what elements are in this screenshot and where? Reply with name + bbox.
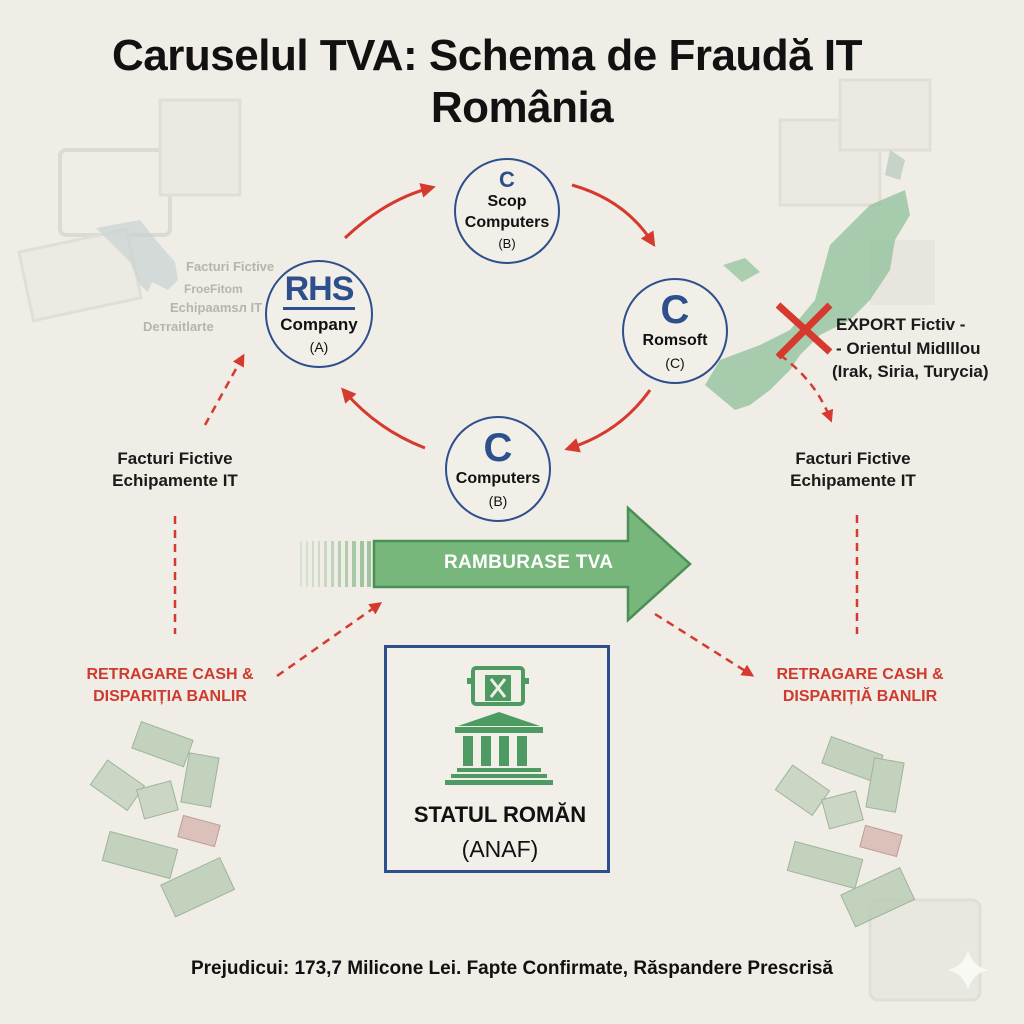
right-cash-line-1: RETRAGARE CASH & [776,666,944,683]
refund-arrow-icon [300,505,692,623]
state-title: STATUL ROMĂN [413,802,587,827]
node-letter: (B) [498,236,516,251]
state-anaf-box[interactable]: STATUL ROMĂN (ANAF) [384,645,610,873]
c-logo-icon: C [483,426,513,470]
dashed-arrow-to-refund [276,602,383,678]
node-letter: (A) [309,339,329,355]
right-invoices-line-2: Echipamente IT [790,471,916,490]
refund-arrow-label: RAMBURASE TVA [444,552,614,573]
middle-east-map-icon [705,190,910,410]
right-invoices-label: Facturi Fictive Echipamente IT [768,448,938,492]
title-line-1: Caruselul TVA: Schema de Fraudă IT [112,31,862,80]
export-label: EXPORT Fictiv - [836,313,965,336]
bank-icon [445,666,553,785]
footer-summary: Prejudicui: 173,7 Milicone Lei. Fapte Co… [190,958,833,979]
arrow-b2-to-a [341,387,426,450]
node-letter: (C) [665,355,685,371]
money-pile-left-icon [89,720,236,918]
arrow-a-to-b [343,183,436,240]
node-name-line1: Scop [487,193,527,210]
background-docs-right-icon [778,78,982,1002]
left-cash-line-2: DISPARIȚIA BANLIR [93,688,247,705]
node-computers-b[interactable]: C Computers (B) [445,416,551,522]
node-letter: (B) [488,493,508,509]
ghost-label-1: Facturi Fictive [186,259,275,274]
node-name: Computers [455,470,541,487]
left-cash-label: RETRAGARE CASH & DISPARIȚIA BANLIR [70,664,270,708]
red-x-icon [775,302,833,360]
c-logo-icon: C [660,288,690,332]
left-cash-line-1: RETRAGARE CASH & [86,666,254,683]
money-pile-right-icon [774,735,916,928]
right-cash-line-2: DISPARIȚIĂ BANLIR [782,688,938,705]
dashed-arrow-left-up [203,353,245,426]
arrow-b-to-c [571,183,656,248]
left-invoices-line-2: Echipamente IT [112,471,238,490]
arrow-c-to-b2 [564,389,652,453]
node-name: Company [280,315,358,334]
background-laptop-left-icon [17,98,242,323]
left-invoices-line-1: Facturi Fictive [117,449,233,468]
node-name: Romsoft [642,332,708,349]
romania-map-ghost-icon [96,220,178,292]
dashed-arrow-export [779,353,834,423]
page-title: Caruselul TVA: Schema de Fraudă IT Român… [0,30,1024,134]
export-line-1: EXPORT Fictiv - [836,315,966,334]
export-line-3: (Irak, Siria, Turycia) [832,362,989,381]
rhs-logo-icon: RHS [282,270,356,310]
dashed-arrow-to-right-cash [654,612,755,677]
c-logo-icon: C [499,167,515,192]
node-scop-computers-b[interactable]: C Scop Computers (B) [454,158,560,264]
export-line-2: - Orientul Midlllou [836,339,981,358]
node-name-line2: Computers [464,214,550,231]
ghost-label-group: Facturi Fictive [186,256,274,278]
node-romsoft-c[interactable]: C Romsoft (C) [622,278,728,384]
ghost-label-3: Echipaamsл IT [170,300,263,315]
left-invoices-label: Facturi Fictive Echipamente IT [90,448,260,492]
state-subtitle: (ANAF) [461,836,539,862]
node-rhs-company-a[interactable]: RHS Company (A) [265,260,373,368]
right-invoices-line-1: Facturi Fictive [795,449,911,468]
ghost-label-2: FrоeFitom [184,282,243,296]
right-cash-label: RETRAGARE CASH & DISPARIȚIĂ BANLIR [760,664,960,708]
title-line-2: România [430,83,614,132]
sparkle-icon [948,950,988,990]
ghost-label-4: Deтraitlarte [143,319,214,334]
